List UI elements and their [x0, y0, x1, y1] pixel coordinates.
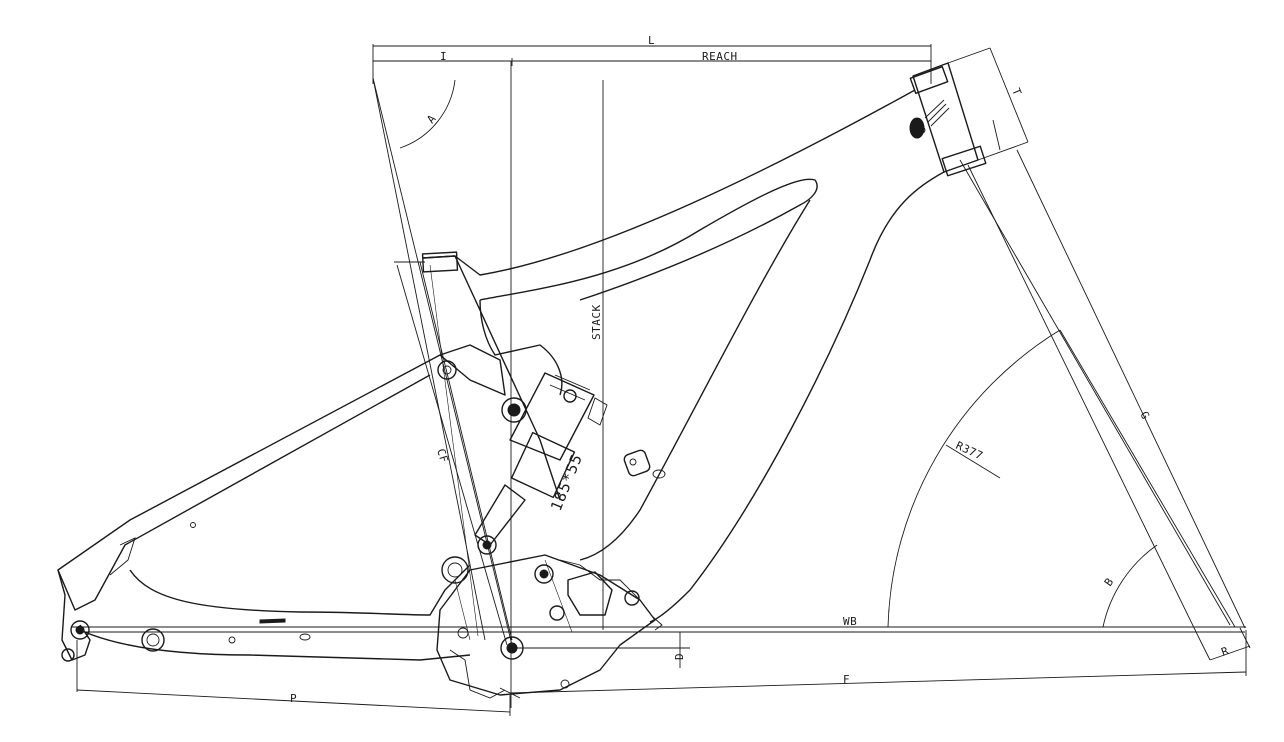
label-CF: CF: [434, 447, 451, 464]
bb-drop-dimension: [514, 632, 690, 668]
label-L: L: [648, 34, 655, 47]
head-angle-arc: [887, 329, 1236, 628]
label-F: F: [843, 673, 850, 686]
bottom-dimension-lines: [76, 630, 1247, 716]
label-D: D: [673, 653, 686, 660]
head-tube: [909, 47, 1029, 177]
motor-housing: [436, 554, 663, 699]
top-dimension-lines: [372, 44, 932, 84]
label-WB: WB: [843, 615, 857, 628]
label-STACK: STACK: [590, 304, 603, 340]
label-T: T: [1009, 86, 1024, 97]
fork-lines: [959, 149, 1246, 641]
chain-stay: [79, 564, 471, 661]
seat-stay: [57, 354, 441, 611]
headset-cable-guide: [909, 99, 950, 139]
wheelbase-line: [72, 626, 1246, 633]
main-frame-outline: [421, 89, 945, 623]
angle-b-arc: [1102, 544, 1158, 628]
label-G: G: [1137, 409, 1152, 421]
cf-dimension: [394, 261, 513, 646]
offset-r-dimension: [1199, 627, 1251, 661]
label-REACH: REACH: [702, 50, 738, 63]
rear-shock: [474, 372, 608, 555]
label-R: R: [1220, 644, 1231, 659]
label-B: B: [1102, 575, 1117, 588]
rocker-link: [437, 344, 506, 396]
rear-dropout: [57, 569, 91, 662]
label-P: P: [290, 692, 297, 705]
construction-lines: [429, 264, 573, 641]
label-shock-size: 185*55: [547, 451, 586, 514]
vertical-reference-lines: [510, 61, 604, 708]
label-I: I: [440, 50, 447, 63]
bottle-cage-boss: [623, 449, 666, 479]
label-A: A: [424, 112, 439, 126]
